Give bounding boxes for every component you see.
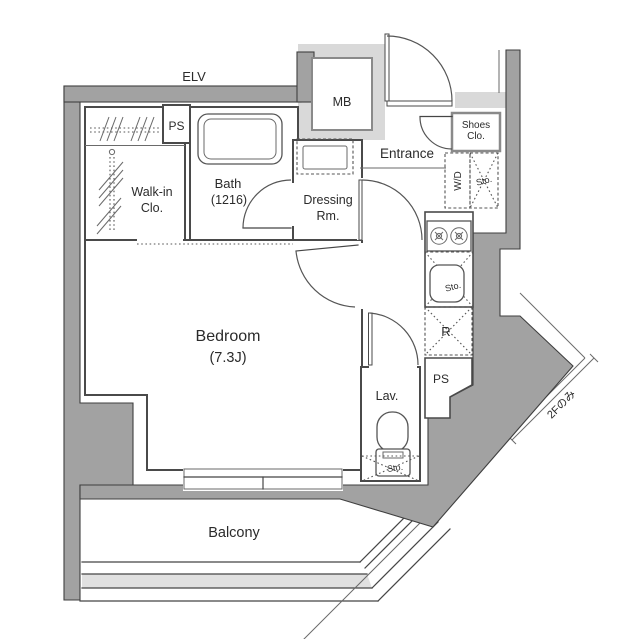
shoes-closet: [450, 111, 502, 153]
dressing-door: [357, 178, 423, 241]
bathtub-icon: [197, 113, 283, 165]
bedroom-label: Bedroom: [196, 328, 261, 345]
balcony-window: [183, 468, 343, 491]
lavatory-storage-label: Sto.: [386, 462, 403, 474]
bedroom-door: [295, 243, 366, 309]
dressing-room-label: Dressing: [303, 193, 352, 207]
lavatory-label: Lav.: [376, 389, 399, 403]
entrance-step-trim: [455, 92, 507, 108]
closet-rod-side: [96, 148, 124, 235]
washer-dryer-label: W/D: [453, 171, 464, 190]
lavatory-door: [368, 312, 419, 372]
shoes-closet-label2: Clo.: [467, 131, 485, 142]
closet-rod-top: [90, 116, 160, 142]
shoes-closet-door: [419, 115, 453, 150]
meter-box: [311, 57, 373, 131]
shoes-closet-label: Shoes: [462, 120, 490, 131]
sink-icon: [429, 264, 465, 303]
entry-storage-label: Sto.: [475, 174, 493, 188]
washer-dryer-space: [444, 152, 471, 209]
entry-storage: [469, 152, 499, 209]
bath-door: [242, 179, 299, 229]
closet-opening: [137, 236, 183, 244]
pipe-space-bottom: [424, 357, 473, 419]
lavatory-storage: [361, 455, 420, 482]
walkin-closet-label2: Clo.: [141, 201, 163, 215]
bath-size-label: (1216): [211, 193, 247, 207]
entrance-label: Entrance: [380, 146, 434, 161]
meter-box-label: MB: [333, 95, 352, 109]
stove-icon: [426, 220, 472, 252]
kitchen-storage-label: Sto.: [444, 280, 462, 294]
pipe-space-bottom-label: PS: [433, 372, 449, 386]
refrigerator-label: R: [441, 324, 450, 339]
balcony-railing: [79, 508, 451, 602]
dressing-room-label2: Rm.: [317, 209, 340, 223]
walkin-closet-label: Walk-in: [131, 185, 172, 199]
bath-label: Bath: [215, 176, 242, 191]
balcony-label: Balcony: [208, 525, 260, 541]
entrance-door: [384, 33, 453, 107]
refrigerator-space: [424, 306, 473, 356]
bedroom-size-label: (7.3J): [209, 350, 246, 366]
washbasin-icon: [296, 138, 354, 175]
pipe-space-top-label: PS: [168, 119, 184, 133]
elevator-label: ELV: [182, 69, 206, 84]
north-wall: [63, 85, 302, 103]
